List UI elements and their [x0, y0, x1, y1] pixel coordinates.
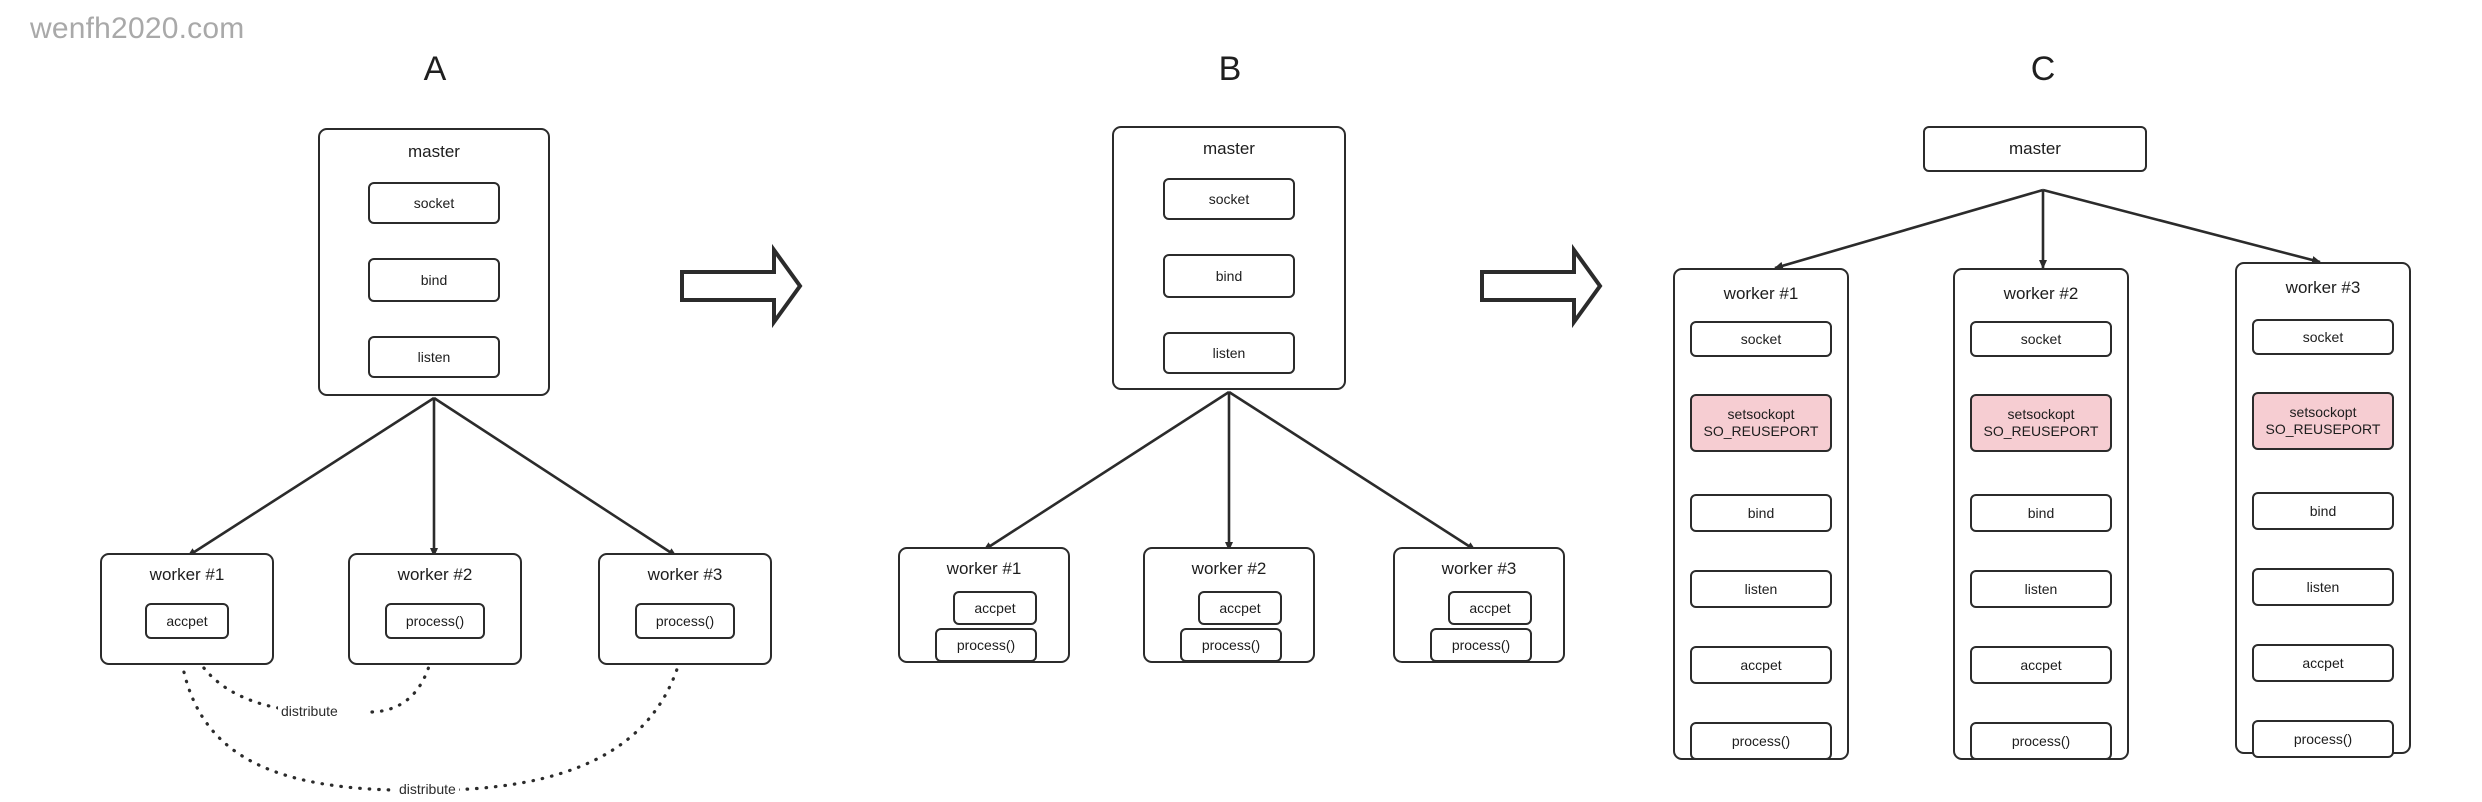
panel-c-worker-1-step-setsockopt: setsockopt SO_REUSEPORT — [1690, 394, 1832, 452]
distribute-label-2: distribute — [396, 781, 459, 797]
watermark-text: wenfh2020.com — [30, 12, 245, 45]
panel-label-c: C — [2030, 50, 2056, 88]
panel-a-worker-1-title: worker #1 — [149, 565, 225, 584]
panel-c-worker-3-title: worker #3 — [2285, 278, 2361, 297]
setsockopt-line-2: SO_REUSEPORT — [2265, 421, 2381, 437]
setsockopt-line-2: SO_REUSEPORT — [1703, 423, 1819, 439]
panel-c-worker-2-step-setsockopt: setsockopt SO_REUSEPORT — [1970, 394, 2112, 452]
panel-c-worker-1-step-accept: accpet — [1690, 646, 1832, 684]
panel-b-worker-1-title: worker #1 — [946, 559, 1022, 578]
distribute-label-1: distribute — [278, 703, 341, 719]
panel-label-b: B — [1218, 50, 1242, 88]
panel-c-worker-3-step-bind: bind — [2252, 492, 2394, 530]
panel-a-worker-2-step-process: process() — [385, 603, 485, 639]
panel-a-master-step-bind: bind — [368, 258, 500, 302]
panel-c-worker-2-step-accept: accpet — [1970, 646, 2112, 684]
panel-c-worker-2-step-process: process() — [1970, 722, 2112, 760]
panel-c-worker-3-step-listen: listen — [2252, 568, 2394, 606]
panel-a-master-step-socket: socket — [368, 182, 500, 224]
panel-c-master-box: master — [1923, 126, 2147, 172]
panel-c-worker-3-step-process: process() — [2252, 720, 2394, 758]
panel-b-master-step-listen: listen — [1163, 332, 1295, 374]
panel-b-worker-3-step-process: process() — [1430, 628, 1532, 662]
panel-b-master-step-socket: socket — [1163, 178, 1295, 220]
panel-b-master-title: master — [1203, 139, 1255, 158]
panel-c-worker-3-step-setsockopt: setsockopt SO_REUSEPORT — [2252, 392, 2394, 450]
panel-b-worker-1-step-process: process() — [935, 628, 1037, 662]
panel-b-worker-3-title: worker #3 — [1441, 559, 1517, 578]
panel-a-worker-2-title: worker #2 — [397, 565, 473, 584]
panel-b-master-step-bind: bind — [1163, 254, 1295, 298]
panel-c-worker-1-title: worker #1 — [1723, 284, 1799, 303]
panel-c-worker-2-step-socket: socket — [1970, 321, 2112, 357]
panel-c-worker-1-step-process: process() — [1690, 722, 1832, 760]
panel-a-worker-3-title: worker #3 — [647, 565, 723, 584]
panel-a-master-step-listen: listen — [368, 336, 500, 378]
panel-b-worker-2-title: worker #2 — [1191, 559, 1267, 578]
panel-b-worker-2-step-process: process() — [1180, 628, 1282, 662]
setsockopt-line-1: setsockopt — [2289, 404, 2357, 421]
panel-c-worker-3-step-accept: accpet — [2252, 644, 2394, 682]
panel-c-worker-2-step-bind: bind — [1970, 494, 2112, 532]
panel-b-worker-1-step-accept: accpet — [953, 591, 1037, 625]
panel-c-worker-1-step-bind: bind — [1690, 494, 1832, 532]
panel-c-worker-3-step-socket: socket — [2252, 319, 2394, 355]
panel-c-worker-1-step-socket: socket — [1690, 321, 1832, 357]
panel-b-worker-3-step-accept: accpet — [1448, 591, 1532, 625]
panel-c-worker-1-step-listen: listen — [1690, 570, 1832, 608]
setsockopt-line-1: setsockopt — [1727, 406, 1795, 423]
panel-a-worker-1-step-accept: accpet — [145, 603, 229, 639]
setsockopt-line-1: setsockopt — [2007, 406, 2075, 423]
panel-c-worker-2-title: worker #2 — [2003, 284, 2079, 303]
setsockopt-line-2: SO_REUSEPORT — [1983, 423, 2099, 439]
panel-a-master-title: master — [408, 142, 460, 161]
panel-c-worker-2-step-listen: listen — [1970, 570, 2112, 608]
panel-b-worker-2-step-accept: accpet — [1198, 591, 1282, 625]
panel-label-a: A — [423, 50, 447, 88]
panel-a-worker-3-step-process: process() — [635, 603, 735, 639]
